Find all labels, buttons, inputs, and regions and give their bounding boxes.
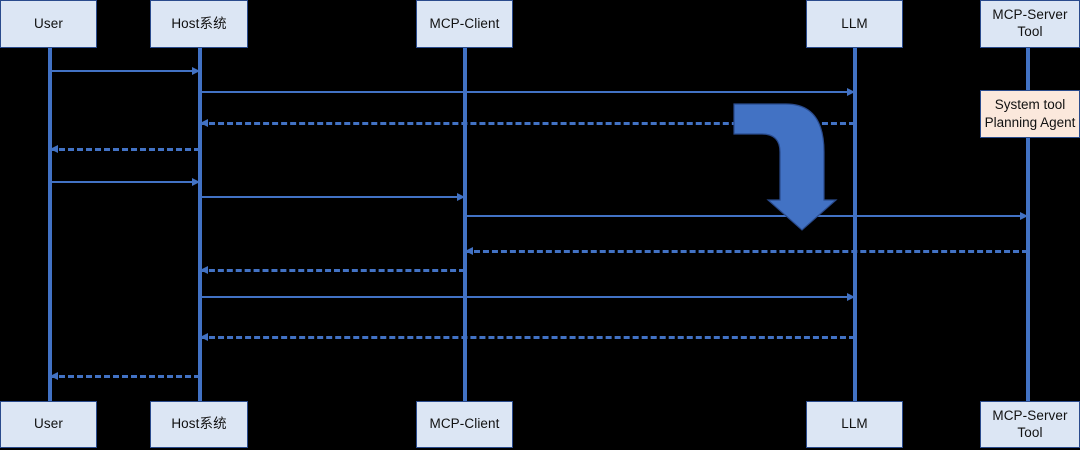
- message-m7-mcp-client-to-mcp-server: [465, 215, 1028, 217]
- message-m2-host-to-llm: [200, 91, 855, 93]
- participant-label: LLM: [841, 15, 868, 31]
- arrowhead-m4: [50, 145, 58, 153]
- note-system-tool-planning-agent[interactable]: System tool Planning Agent: [980, 90, 1080, 138]
- message-m11-llm-to-host: [200, 336, 855, 339]
- curved-loop-arrow-icon: [733, 103, 838, 231]
- arrowhead-m11: [200, 333, 208, 341]
- participant-label: User: [34, 15, 63, 31]
- participant-top-host[interactable]: Host系统: [150, 0, 248, 48]
- lifeline-mcp-client: [463, 48, 467, 401]
- participant-label: MCP-Client: [429, 15, 500, 31]
- message-m10-host-to-llm: [200, 296, 855, 298]
- participant-label: MCP-Server Tool: [992, 407, 1068, 440]
- arrowhead-m1: [192, 67, 200, 75]
- participant-label: User: [34, 416, 63, 432]
- participant-label: MCP-Server Tool: [992, 7, 1068, 39]
- lifeline-mcp-server: [1026, 48, 1030, 401]
- participant-top-mcp-client[interactable]: MCP-Client: [416, 0, 513, 48]
- message-m6-host-to-mcp-client: [200, 196, 465, 198]
- participant-bottom-host[interactable]: Host系统: [150, 401, 248, 448]
- message-m12-host-to-user: [50, 375, 200, 378]
- participant-bottom-mcp-client[interactable]: MCP-Client: [416, 401, 513, 448]
- arrowhead-m6: [457, 193, 465, 201]
- lifeline-host: [198, 48, 202, 401]
- message-m3-llm-to-host: [200, 122, 855, 125]
- lifeline-user: [48, 48, 52, 401]
- arrowhead-m9: [200, 266, 208, 274]
- message-m1-user-to-host: [50, 70, 200, 72]
- arrowhead-m5: [192, 178, 200, 186]
- arrowhead-m2: [847, 88, 855, 96]
- participant-label: LLM: [841, 416, 868, 432]
- participant-top-llm[interactable]: LLM: [806, 0, 903, 48]
- arrowhead-m8: [465, 247, 473, 255]
- arrowhead-m3: [200, 119, 208, 127]
- message-m5-user-to-host: [50, 181, 200, 183]
- message-m4-host-to-user: [50, 148, 200, 151]
- participant-label: Host系统: [171, 416, 227, 432]
- arrowhead-m7: [1020, 212, 1028, 220]
- note-label: System tool Planning Agent: [984, 97, 1076, 130]
- message-m9-mcp-client-to-host: [200, 269, 465, 272]
- participant-label: Host系统: [171, 15, 227, 31]
- participant-bottom-llm[interactable]: LLM: [806, 401, 903, 448]
- participant-bottom-user[interactable]: User: [0, 401, 97, 448]
- arrowhead-m10: [847, 293, 855, 301]
- participant-bottom-mcp-server[interactable]: MCP-Server Tool: [980, 401, 1080, 448]
- arrowhead-m12: [50, 372, 58, 380]
- participant-top-mcp-server[interactable]: MCP-Server Tool: [980, 0, 1080, 48]
- participant-label: MCP-Client: [429, 416, 500, 432]
- message-m8-mcp-server-to-mcp-client: [465, 250, 1028, 253]
- lifeline-llm: [853, 48, 857, 401]
- participant-top-user[interactable]: User: [0, 0, 97, 48]
